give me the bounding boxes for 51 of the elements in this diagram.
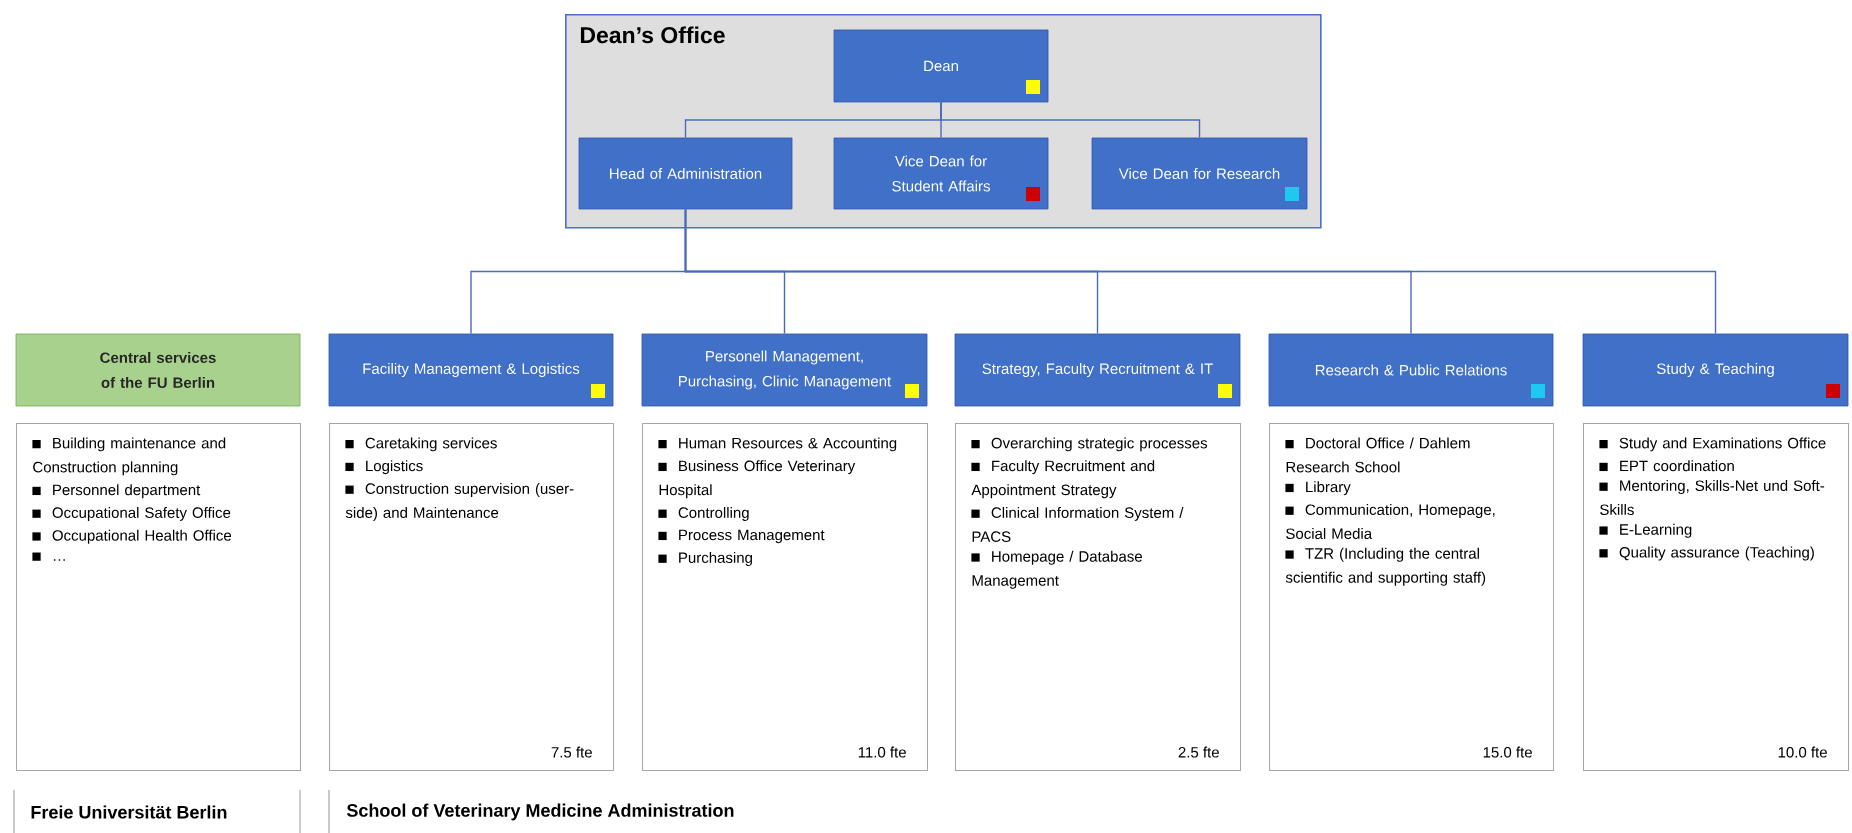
list-item: Occupational Safety Office [32,506,231,521]
list-item: Purchasing [658,552,752,566]
fte-label: 7.5 fte [551,746,592,758]
list-item: Mentoring, Skills-Net und Soft-Skills [1599,480,1825,515]
list-item: Personnel department [32,484,201,499]
unit-box: Central services of the FU Berlin [15,333,301,407]
task-list [955,423,1241,771]
connector-line [684,208,1717,335]
unit-box: Strategy, Faculty Recruitment & IT [954,333,1241,407]
list-item: … [32,552,65,561]
unit-box: Research & Public Relations [1268,333,1554,407]
task-list [642,423,928,771]
list-item: Faculty Recruitment and Appointment Strategy [971,460,1155,499]
list-item: Homepage / Database Management [971,550,1142,589]
fte-label: 11.0 fte [858,746,906,758]
unit-box: Study & Teaching [1582,333,1849,407]
unit-box: Head of Administration [578,137,793,210]
unit-box: Facility Management & Logistics [328,333,614,407]
list-item: TZR (Including the central scientific and supporting staff) [1285,547,1486,586]
list-item: Business Office Veterinary Hospital [658,460,856,499]
connector-line [940,101,1201,139]
list-item: EPT coordination [1599,460,1734,472]
list-item: Logistics [345,460,423,475]
list-item: Communication, Homepage, Social Media [1285,504,1495,539]
list-item: Building maintenance and Construction planning [32,437,226,476]
list-item: Quality assurance (Teaching) [1599,546,1814,561]
list-item: Doctoral Office / Dahlem Research School [1285,437,1470,473]
task-list [16,423,301,771]
fte-label: 2.5 fte [1178,746,1219,758]
list-item: Caretaking services [345,437,497,452]
unit-box: Personell Management, Purchasing, Clinic Management [641,333,928,407]
list-item: Occupational Health Office [32,529,232,544]
list-item: Controlling [658,506,749,521]
unit-box: Dean [833,29,1049,103]
list-item: E-Learning [1599,523,1692,538]
list-item: Human Resources & Accounting [658,437,897,452]
list-item: Construction supervision (user-side) and Maintenance [345,482,574,521]
task-list [1269,423,1554,771]
fte-label: 10.0 fte [1778,746,1827,758]
unit-box: Vice Dean for Student Affairs [833,137,1049,210]
unit-box: Vice Dean for Research [1091,137,1308,210]
list-item: Clinical Information System / PACS [971,506,1184,542]
list-item: Library [1285,481,1351,496]
footer-label: Freie Universität Berlin [31,805,227,819]
task-list [329,423,614,771]
list-item: Overarching strategic processes [971,437,1208,452]
list-item: Process Management [658,529,825,544]
footer-label: School of Veterinary Medicine Administration [346,803,734,821]
list-item: Study and Examinations Office [1599,437,1826,452]
task-list [1583,423,1849,771]
fte-label: 15.0 fte [1483,746,1532,758]
